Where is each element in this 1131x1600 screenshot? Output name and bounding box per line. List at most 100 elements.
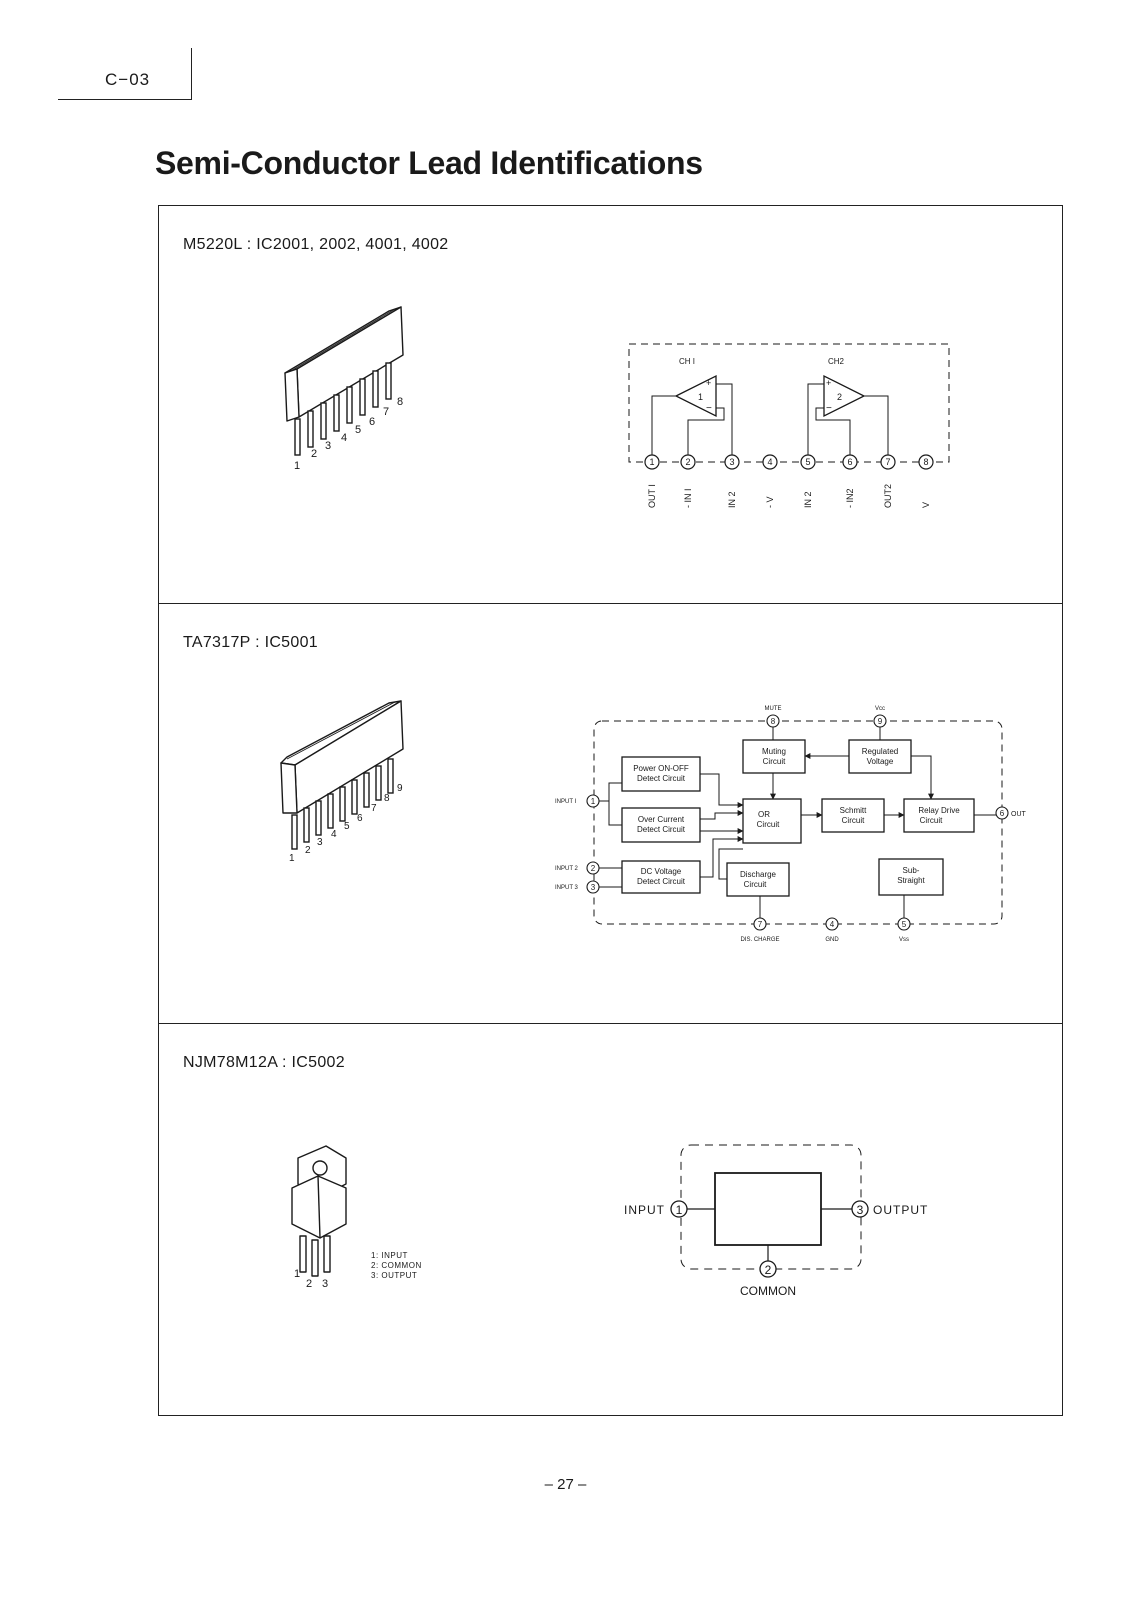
block-label: Sub- bbox=[903, 866, 920, 875]
or-circuit-block bbox=[742, 798, 802, 844]
pin-label: DIS. CHARGE bbox=[740, 937, 779, 943]
pin-number: 4 bbox=[767, 457, 772, 467]
package-pin-label: 5 bbox=[344, 821, 350, 832]
channel-label: CH I bbox=[679, 357, 695, 366]
op-amp-2-symbol bbox=[823, 374, 866, 418]
sub-straight-block bbox=[878, 858, 944, 896]
pin-number: 3 bbox=[591, 883, 596, 892]
package-pin-label: 2 bbox=[305, 845, 311, 856]
block-label: Circuit bbox=[920, 816, 943, 825]
pin-label: GND bbox=[825, 937, 839, 943]
code-rule bbox=[58, 99, 192, 100]
package-pin-label: 6 bbox=[357, 813, 363, 824]
pin-function-label: - V bbox=[765, 496, 775, 508]
regulator-pin-diagram: 1 INPUT 3 OUTPUT 2 COMMON bbox=[624, 1144, 928, 1298]
pin-number: 4 bbox=[830, 920, 835, 929]
pin-number: 5 bbox=[805, 457, 810, 467]
pin-number: 6 bbox=[1000, 809, 1005, 818]
package-pin-label: 6 bbox=[369, 416, 375, 428]
sip8-package-drawing: 1 2 3 4 5 6 7 8 bbox=[284, 306, 404, 472]
package-pin-label: 9 bbox=[397, 783, 403, 794]
svg-text:+: + bbox=[706, 378, 711, 388]
section-heading: TA7317P : IC5001 bbox=[183, 634, 318, 651]
legend-item: 1: INPUT bbox=[371, 1251, 408, 1260]
legend-item: 3: OUTPUT bbox=[371, 1271, 418, 1280]
block-label: Circuit bbox=[757, 820, 780, 829]
pin-function-label: IN 2 bbox=[803, 491, 813, 508]
amp-number: 1 bbox=[698, 392, 703, 402]
content-frame: M5220L : IC2001, 2002, 4001, 4002 1 2 3 bbox=[158, 205, 1063, 1416]
block-label: Circuit bbox=[842, 816, 865, 825]
block-label: Schmitt bbox=[840, 806, 867, 815]
pin-number: 3 bbox=[729, 457, 734, 467]
package-pin-label: 4 bbox=[341, 432, 347, 444]
block-label: Straight bbox=[897, 876, 925, 885]
package-pin-label: 8 bbox=[397, 396, 403, 408]
package-pin-label: 1 bbox=[294, 1268, 300, 1280]
package-pin-label: 3 bbox=[322, 1278, 328, 1290]
channel-label: CH2 bbox=[828, 357, 845, 366]
pin-number: 2 bbox=[765, 1263, 772, 1277]
pin-function-label: OUT2 bbox=[883, 484, 893, 508]
power-detect-block bbox=[621, 756, 701, 792]
pin-label: Vcc bbox=[875, 706, 885, 712]
pin-label: OUT bbox=[1011, 811, 1027, 818]
block-label: Relay Drive bbox=[918, 806, 960, 815]
relay-drive-block bbox=[903, 798, 975, 833]
block-label: Detect Circuit bbox=[637, 825, 686, 834]
op-amp-1-symbol bbox=[674, 374, 717, 418]
section-m5220l: M5220L : IC2001, 2002, 4001, 4002 1 2 3 bbox=[159, 206, 1062, 604]
svg-text:−: − bbox=[706, 403, 712, 414]
block-label: OR bbox=[758, 810, 770, 819]
package-pin-label: 5 bbox=[355, 424, 361, 436]
pin-function-label: - IN2 bbox=[845, 488, 855, 508]
pin-label: INPUT I bbox=[555, 799, 577, 805]
discharge-circuit-block bbox=[726, 862, 790, 897]
to220-package-drawing: 1 2 3 bbox=[291, 1145, 347, 1290]
block-label: Regulated bbox=[862, 747, 898, 756]
pin-number: 2 bbox=[591, 864, 596, 873]
pin-label: OUTPUT bbox=[873, 1203, 928, 1217]
pin-label: INPUT 3 bbox=[555, 885, 579, 891]
pin-legend: 1: INPUT 2: COMMON 3: OUTPUT bbox=[371, 1251, 422, 1281]
regulator-block bbox=[714, 1172, 822, 1246]
code-rule-vertical bbox=[191, 48, 192, 100]
pin-function-label: - IN I bbox=[683, 489, 693, 509]
amp-number: 2 bbox=[837, 392, 842, 402]
package-pin-label: 1 bbox=[289, 853, 295, 864]
pin-function-label: V bbox=[921, 502, 931, 508]
pin-number: 7 bbox=[758, 920, 763, 929]
svg-text:+: + bbox=[826, 378, 831, 388]
pin-label: INPUT bbox=[624, 1203, 665, 1217]
pin-label: MUTE bbox=[765, 706, 782, 712]
section-njm78m12a: NJM78M12A : IC5002 1 2 3 1: INPUT 2: COM… bbox=[159, 1024, 1062, 1414]
sip9-package-drawing: 1 2 3 4 5 6 7 8 9 bbox=[280, 700, 404, 864]
pin-number: 3 bbox=[857, 1203, 864, 1217]
block-label: Power ON-OFF bbox=[633, 764, 689, 773]
pin-number: 1 bbox=[591, 797, 596, 806]
pin-number: 5 bbox=[902, 920, 907, 929]
package-pin-label: 4 bbox=[331, 829, 337, 840]
block-label: Circuit bbox=[744, 880, 767, 889]
section-heading: NJM78M12A : IC5002 bbox=[183, 1054, 345, 1071]
pin-number: 1 bbox=[649, 457, 654, 467]
package-pin-label: 2 bbox=[311, 448, 317, 460]
pin-number: 1 bbox=[676, 1203, 683, 1217]
package-pin-label: 1 bbox=[294, 460, 300, 472]
block-label: Circuit bbox=[763, 757, 786, 766]
dual-amplifier-pin-diagram: CH I CH2 + − 1 + − 2 bbox=[628, 343, 950, 509]
pin-number: 9 bbox=[878, 717, 883, 726]
page-code: C−03 bbox=[105, 70, 151, 89]
package-pin-label: 3 bbox=[317, 837, 323, 848]
package-pin-label: 2 bbox=[306, 1278, 312, 1290]
regulated-voltage-block bbox=[848, 739, 912, 774]
block-label: Discharge bbox=[740, 870, 777, 879]
page-number: – 27 – bbox=[544, 1476, 587, 1493]
protection-ic-block-diagram: MUTE 8 Vcc 9 INPUT I 1 INPUT 2 2 INPUT 3… bbox=[555, 706, 1027, 943]
pin-function-label: IN 2 bbox=[727, 491, 737, 508]
legend-item: 2: COMMON bbox=[371, 1261, 422, 1270]
pin-number: 8 bbox=[771, 717, 776, 726]
pin-number: 2 bbox=[685, 457, 690, 467]
pin-number: 8 bbox=[923, 457, 928, 467]
pin-number: 6 bbox=[847, 457, 852, 467]
